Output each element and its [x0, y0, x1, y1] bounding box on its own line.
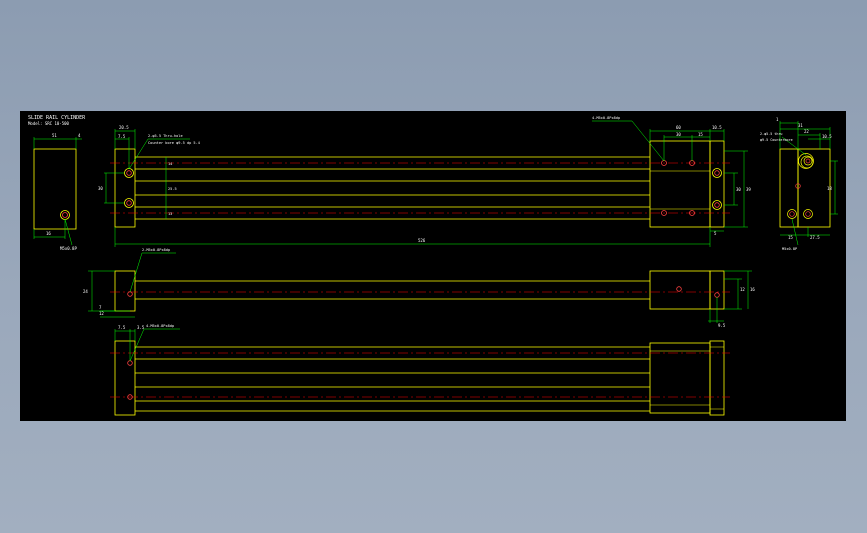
main-right-tap-3	[661, 210, 667, 216]
dim-main-left-inner: 7.5	[118, 134, 126, 139]
dim-end-view-small: 10.5	[822, 134, 832, 139]
dim-main-height: 30	[98, 186, 103, 191]
mid-left-tap	[127, 291, 133, 297]
end-view-hole-bottom	[803, 209, 813, 219]
main-right-hole-top	[712, 168, 722, 178]
note-top-right-holes: 4-M5x0.8Px8dp	[592, 116, 620, 120]
dim-rod-spacing-mid: 25.5	[168, 187, 177, 191]
dim-main-left-offset: 20.5	[119, 125, 129, 130]
end-view-port	[787, 209, 797, 219]
bottom-left-tap-top	[127, 360, 133, 366]
left-side-view: 51 4 16 M5x0.8P	[33, 133, 82, 251]
dim-end-view-height: 18	[827, 186, 832, 191]
bottom-view: 7.5 3.5 4-M5x0.8Px8dp	[110, 324, 730, 416]
end-view: 1 31 22 10.5 2-φ5.5 thru φ9.5 Counterbor…	[760, 117, 838, 251]
main-left-hole-top	[124, 168, 134, 178]
note-top-left-counter: Counter bore φ9.5 dp 5.4	[148, 141, 200, 145]
left-view-body	[33, 148, 77, 230]
left-view-port-outer	[60, 210, 70, 220]
mid-right-plate-tap	[714, 292, 720, 298]
dim-main-right-inner: 30	[676, 132, 681, 137]
note-end-view-holes2: φ9.5 Counterbore	[760, 138, 793, 142]
middle-view: 24 7 12 2-M5x0.8Px8dp 12 16 9.5	[83, 248, 755, 328]
dim-mid-view-right1: 12	[740, 287, 745, 292]
dim-mid-view-bottom: 9.5	[718, 323, 726, 328]
dim-main-right-small: 15	[698, 132, 703, 137]
dim-main-right-end: 10.5	[712, 125, 722, 130]
drawing-model: Model: SRC 10-500	[28, 121, 70, 126]
dim-bottom-view-left1: 7.5	[118, 325, 126, 330]
dim-end-view-bottom1: 15	[788, 235, 793, 240]
note-left-view-port: M5x0.8P	[60, 246, 77, 251]
dim-left-view-bottom: 16	[46, 231, 51, 236]
drawing-canvas: SLIDE RAIL CYLINDER Model: SRC 10-500 51…	[20, 111, 846, 421]
dim-main-right-block: 60	[676, 125, 681, 130]
note-bottom-view-holes: 4-M5x0.8Px8dp	[146, 324, 174, 328]
dim-main-right-bottom: 5	[714, 231, 717, 236]
note-end-view-holes1: 2-φ5.5 thru	[760, 132, 782, 136]
main-left-end-block	[114, 148, 136, 228]
bottom-left-block	[114, 340, 136, 416]
dim-rod-spacing-top: 14	[168, 162, 172, 166]
dim-bottom-view-left2: 3.5	[137, 325, 145, 330]
main-right-hole-bottom	[712, 200, 722, 210]
main-right-block	[649, 140, 711, 228]
dim-rod-spacing-bottom: 13	[168, 212, 172, 216]
dim-end-view-bottom2: 27.5	[810, 235, 820, 240]
end-view-thin-plate	[779, 148, 799, 228]
dim-left-view-right: 4	[78, 133, 81, 138]
main-right-tap-4	[689, 210, 695, 216]
mid-left-block	[114, 270, 136, 312]
bottom-right-plate	[709, 340, 725, 416]
main-top-view: 20.5 7.5 2-φ5.5 Thru-hole Counter bore φ…	[98, 116, 751, 247]
dim-mid-view-right2: 16	[750, 287, 755, 292]
dim-mid-view-left1: 7	[99, 305, 102, 310]
dim-mid-view-height: 24	[83, 289, 88, 294]
dim-end-view-inner: 22	[804, 129, 809, 134]
main-left-hole-bottom	[124, 198, 134, 208]
left-view-port-inner	[62, 212, 68, 218]
dim-main-right-height1: 30	[736, 187, 741, 192]
note-end-view-port: M5x0.8P	[782, 247, 797, 251]
drawing-title: SLIDE RAIL CYLINDER	[28, 115, 86, 121]
end-view-body	[797, 148, 831, 228]
note-top-left-holes: 2-φ5.5 Thru-hole	[148, 134, 183, 138]
main-right-end-plate	[709, 140, 725, 228]
dim-main-right-height2: 39	[746, 187, 751, 192]
dim-end-view-width: 31	[798, 123, 803, 128]
bottom-right-block	[649, 342, 711, 414]
dim-end-view-top: 1	[776, 117, 779, 122]
dim-mid-view-left2: 12	[99, 311, 104, 316]
dim-main-length: 526	[418, 238, 426, 243]
mid-right-block	[649, 270, 711, 310]
note-mid-view-holes: 2-M5x0.8Px8dp	[142, 248, 170, 252]
end-view-hole-small	[803, 156, 813, 166]
dim-left-view-width: 51	[52, 133, 57, 138]
bottom-left-tap-bottom	[127, 394, 133, 400]
cad-drawing: SLIDE RAIL CYLINDER Model: SRC 10-500 51…	[28, 115, 838, 416]
mid-right-tap	[676, 286, 682, 292]
